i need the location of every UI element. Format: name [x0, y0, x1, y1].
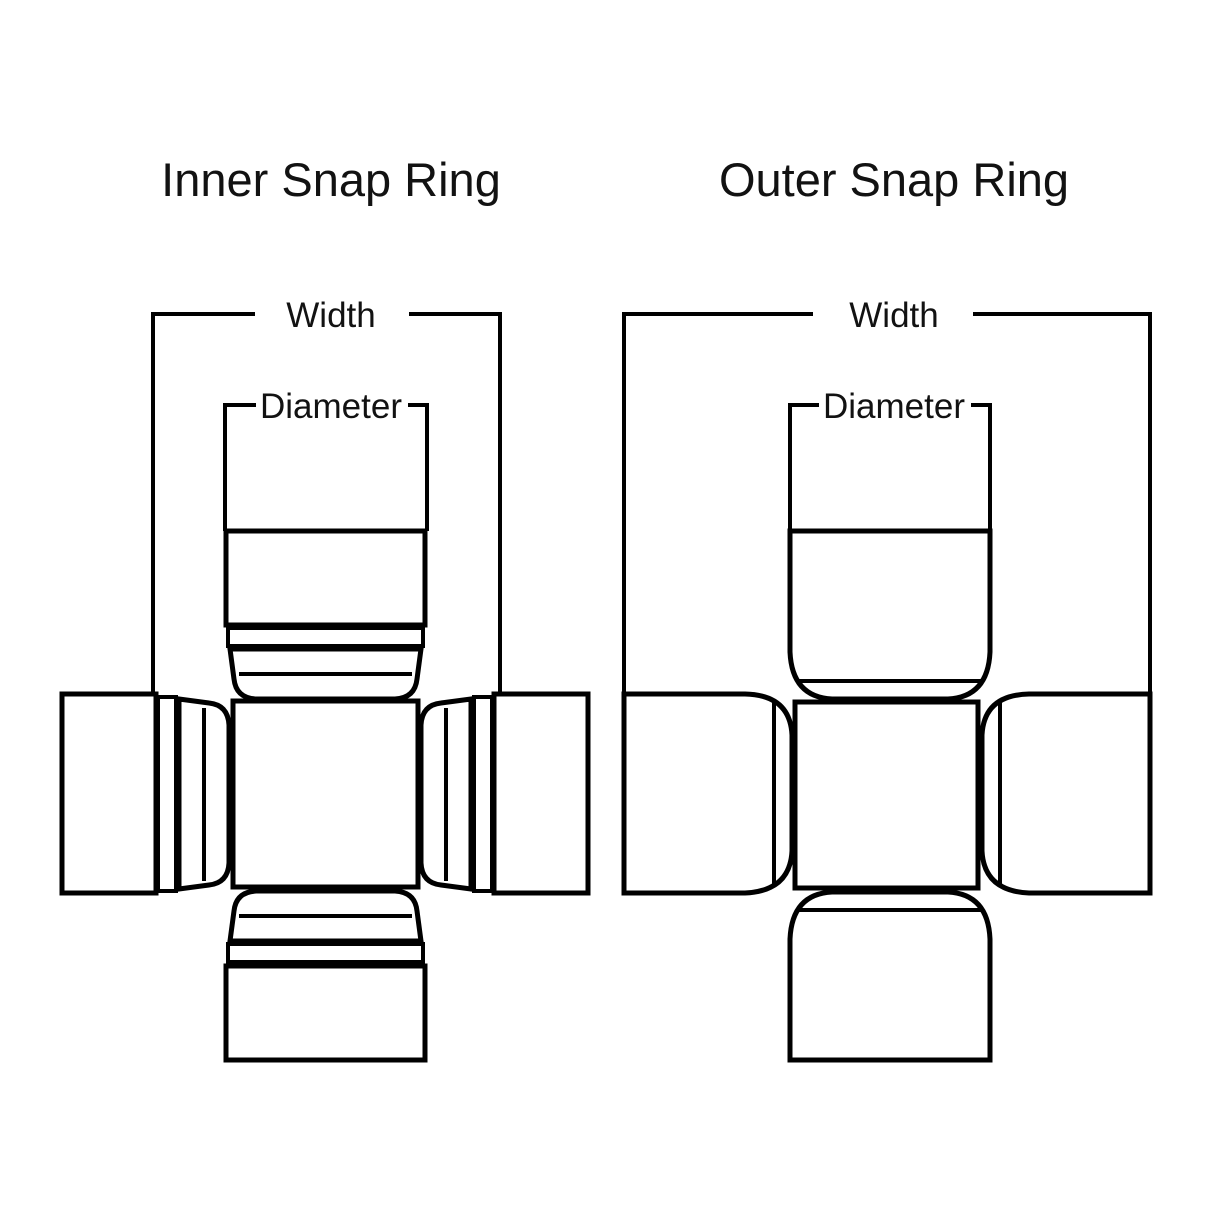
inner-diameter-label: Diameter — [260, 387, 402, 426]
inner-width-bracket-left — [151, 312, 255, 692]
inner-top-cap-snap-ring-band — [226, 626, 425, 648]
outer-diameter-bracket-left — [788, 403, 819, 531]
outer-bottom-cap — [787, 889, 993, 1063]
outer-width-dimension: Width — [622, 296, 1152, 692]
outer-width-bracket-left — [622, 312, 813, 692]
inner-left-cap-body — [59, 691, 159, 896]
inner-right-cap-snap-ring-band — [472, 695, 494, 893]
outer-width-bracket-right — [973, 312, 1152, 692]
inner-bottom-cap-snap-ring-band — [226, 942, 425, 964]
inner-diameter-bracket-left — [223, 403, 256, 531]
inner-bottom-cap-body — [223, 963, 428, 1063]
inner-bottom-cap — [223, 888, 428, 1063]
outer-right-cap-body — [979, 691, 1153, 896]
inner-right-cap-body — [491, 691, 591, 896]
inner-left-cap — [59, 691, 232, 896]
outer-diameter-bracket-right — [971, 403, 992, 531]
outer-snap-ring-diagram: Outer Snap Ring Width Diameter — [621, 153, 1153, 1063]
inner-top-cap-body — [223, 528, 428, 628]
inner-diameter-bracket-right — [408, 403, 429, 531]
inner-top-cap — [223, 528, 428, 702]
inner-snap-ring-title: Inner Snap Ring — [161, 153, 501, 206]
inner-snap-ring-diagram: Inner Snap Ring Width Diameter — [59, 153, 591, 1063]
outer-snap-ring-title: Outer Snap Ring — [719, 153, 1069, 206]
inner-width-bracket-right — [409, 312, 502, 692]
outer-right-cap — [979, 691, 1153, 896]
inner-cross-body — [230, 698, 421, 890]
inner-right-cap — [418, 691, 591, 896]
outer-top-cap-body — [787, 528, 993, 702]
outer-diameter-label: Diameter — [823, 387, 965, 426]
outer-cross-body — [792, 699, 981, 891]
outer-bottom-cap-body — [787, 889, 993, 1063]
inner-left-cap-snap-ring-band — [156, 695, 178, 893]
inner-width-label: Width — [286, 296, 375, 335]
inner-width-dimension: Width — [151, 296, 502, 692]
outer-top-cap — [787, 528, 993, 702]
outer-left-cap — [621, 691, 795, 896]
outer-diameter-dimension: Diameter — [788, 387, 992, 531]
inner-diameter-dimension: Diameter — [223, 387, 429, 531]
outer-width-label: Width — [849, 296, 938, 335]
outer-left-cap-body — [621, 691, 795, 896]
